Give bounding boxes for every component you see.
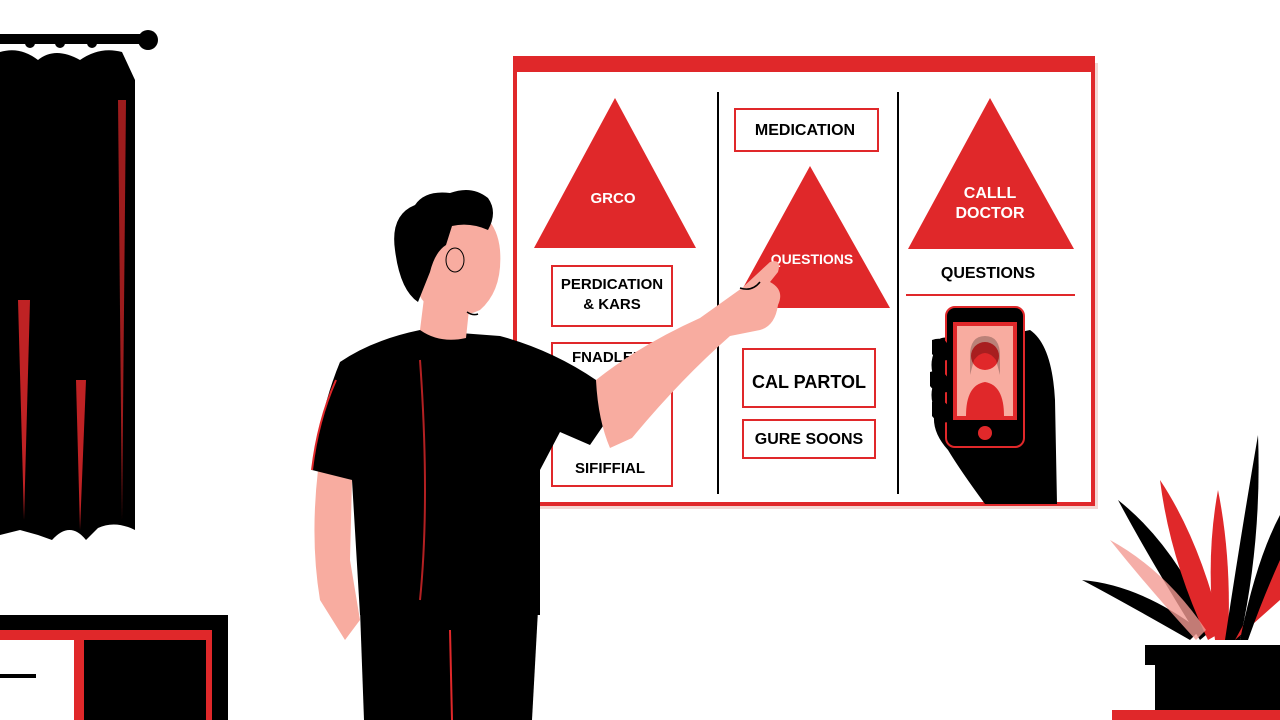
triangle-right-line1: CALLL (964, 185, 1017, 202)
triangle-right-line2: DOCTOR (955, 205, 1024, 222)
center-card-mid (742, 348, 876, 408)
potted-plant (1082, 435, 1280, 720)
triangle-left-label: GRCO (591, 190, 636, 207)
center-card-bottom (742, 419, 876, 459)
triangle-center-label: QUESTIONS (771, 251, 853, 267)
center-card-top-label: MEDICATION (755, 122, 855, 139)
hair (394, 189, 493, 302)
person-pointing (311, 189, 781, 720)
hand-holding-phone (930, 306, 1057, 504)
center-card-bottom-label: GURE SOONS (755, 431, 864, 448)
warning-triangle-left (534, 98, 696, 248)
left-card-1 (551, 265, 673, 327)
center-column: MEDICATION QUESTIONS CAL PARTOL GURE SOO… (732, 108, 890, 459)
right-column: CALLL DOCTOR QUESTIONS (906, 98, 1075, 504)
curtain (0, 30, 158, 540)
right-heading: QUESTIONS (941, 265, 1036, 282)
center-card-top (734, 108, 879, 152)
desk (0, 615, 228, 720)
warning-triangle-right (908, 98, 1074, 249)
left-card-1-line2: & KARS (583, 296, 641, 313)
left-card-2-line2: SIFIFFIAL (575, 460, 645, 477)
center-card-mid-label: CAL PARTOL (752, 372, 866, 392)
left-card-1-line1: PERDICATION (561, 276, 663, 293)
